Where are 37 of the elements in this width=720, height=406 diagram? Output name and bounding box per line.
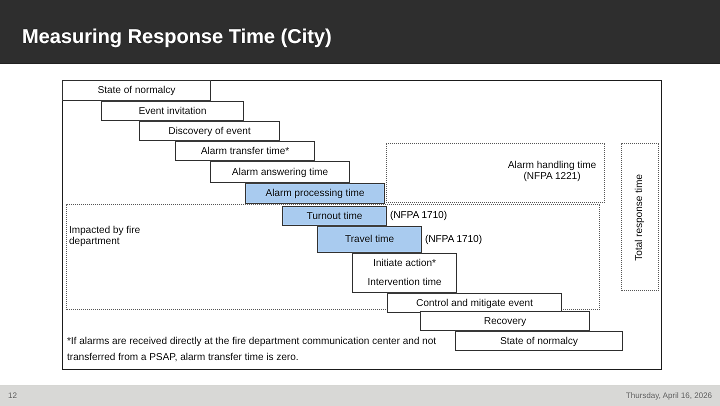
step-bar — [352, 253, 457, 293]
step-label: Event invitation — [138, 106, 206, 116]
step-bar — [101, 101, 244, 121]
step-bar — [282, 206, 387, 226]
step-label: Alarm transfer time* — [200, 146, 290, 156]
region-label: Alarm handling time (NFPA 1221) — [506, 160, 598, 182]
step-label: Turnout time — [306, 210, 362, 222]
step-bar — [245, 183, 385, 204]
step-bar — [62, 80, 211, 101]
step-bar — [455, 331, 623, 351]
step-label: Alarm answering time — [232, 166, 328, 178]
step-label: Intervention time — [368, 277, 442, 288]
step-label: State of normalcy — [98, 85, 176, 96]
dotted-region — [621, 143, 659, 291]
step-bar — [387, 293, 562, 313]
step-bar — [317, 226, 422, 253]
step-label: Initiate action* — [373, 258, 436, 269]
region-label: Total response time — [634, 174, 645, 261]
step-label: Travel time — [344, 234, 394, 245]
step-label: State of normalcy — [500, 336, 578, 346]
dotted-region — [66, 204, 600, 310]
step-label: Discovery of event — [168, 126, 251, 136]
step-label: Recovery — [484, 316, 526, 326]
step-label: Control and mitigate event — [416, 298, 533, 308]
region-label: Impacted by fire department — [69, 225, 141, 247]
step-label: Alarm processing time — [266, 188, 364, 199]
step-bar — [175, 141, 315, 161]
date-text: Thursday, April 16, 2026 — [626, 390, 712, 402]
footnote-text: *If alarms are received directly at the fire department communication center and not transferred from a PSAP, alarm transfer time is zero. — [67, 335, 438, 365]
dotted-region — [386, 143, 605, 203]
standard-note: (NFPA 1710) — [425, 234, 482, 245]
step-bar — [420, 311, 590, 331]
slide-number: 12 — [8, 390, 17, 402]
standard-note: (NFPA 1710) — [390, 210, 448, 221]
slide-title: Measuring Response Time (City) — [22, 26, 332, 49]
step-bar — [210, 161, 350, 183]
step-bar — [139, 121, 280, 141]
